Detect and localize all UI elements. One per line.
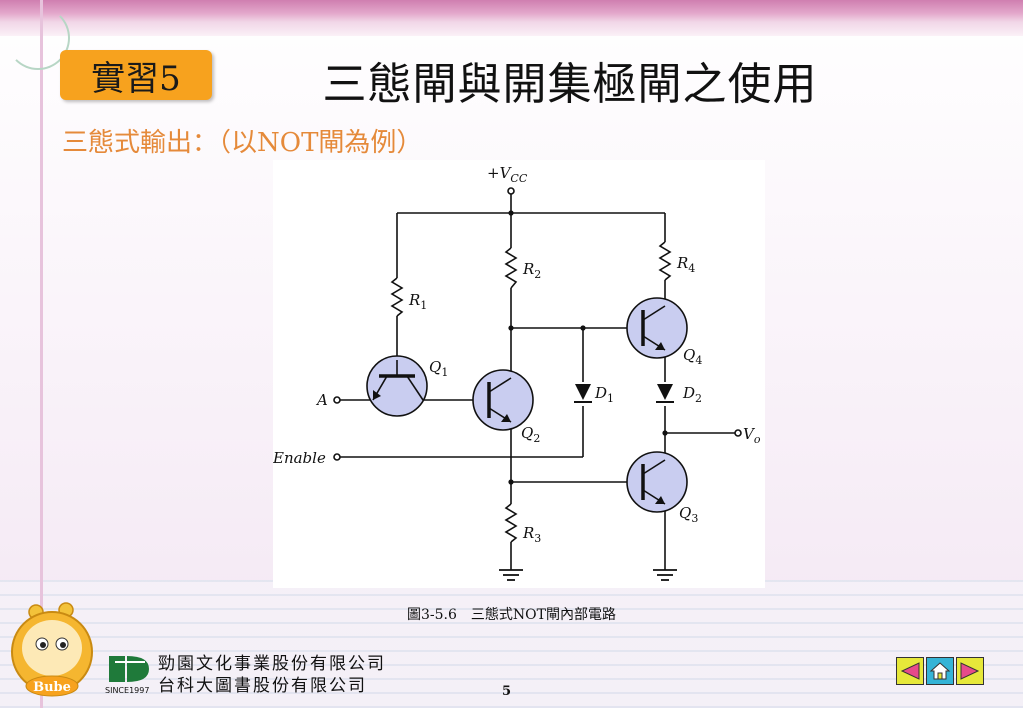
- label-r3: R3: [522, 524, 541, 545]
- top-band-fade: [0, 22, 1023, 36]
- company-names: 勁園文化事業股份有限公司 台科大圖書股份有限公司: [158, 653, 386, 697]
- transistor-q4: [626, 297, 688, 359]
- home-icon: [929, 662, 951, 680]
- transistor-q3: [626, 451, 688, 513]
- mascot-text: Bube: [33, 680, 71, 695]
- label-r2: R2: [522, 260, 541, 281]
- triangle-right-icon: [960, 662, 980, 680]
- label-d2: D2: [682, 384, 702, 405]
- circuit-figure: +VCC R1 R2 R3 R4 Q1 Q2 Q3 Q4 D1 D2 A Ena…: [272, 160, 765, 588]
- label-r4: R4: [676, 254, 695, 275]
- diode-d2: [656, 384, 674, 403]
- slide-subtitle: 三態式輸出：（以NOT閘為例）: [62, 128, 423, 158]
- company-line-1: 勁園文化事業股份有限公司: [158, 654, 386, 674]
- label-q2: Q2: [521, 424, 540, 445]
- transistor-q1: [366, 355, 428, 417]
- triangle-left-icon: [900, 662, 920, 680]
- company-line-2: 台科大圖書股份有限公司: [158, 676, 367, 696]
- lesson-badge: 實習5: [60, 50, 212, 100]
- label-q4: Q4: [683, 346, 702, 367]
- slide-title: 三態閘與開集極閘之使用: [322, 59, 818, 110]
- label-vo: Vo: [743, 425, 761, 446]
- slide-navigation: [896, 657, 984, 685]
- label-input-a: A: [315, 391, 328, 409]
- next-slide-button[interactable]: [956, 657, 984, 685]
- circuit-diagram: +VCC R1 R2 R3 R4 Q1 Q2 Q3 Q4 D1 D2 A Ena…: [272, 164, 761, 581]
- since-label: SINCE1997: [105, 686, 150, 695]
- left-decor-line: [40, 0, 43, 708]
- figure-caption: 圖3-5.6 三態式NOT閘內部電路: [407, 607, 616, 623]
- bottom-stripes: [0, 580, 1023, 708]
- label-d1: D1: [594, 384, 614, 405]
- label-vcc: +VCC: [487, 164, 528, 185]
- transistor-q2: [472, 369, 534, 431]
- ground-symbols: [499, 569, 677, 581]
- prev-slide-button[interactable]: [896, 657, 924, 685]
- label-r1: R1: [408, 291, 427, 312]
- label-q3: Q3: [679, 504, 698, 525]
- decor-circle: [6, 6, 70, 70]
- bube-mascot-logo: Bube: [6, 602, 102, 700]
- diode-d1: [574, 384, 592, 403]
- top-band: [0, 0, 1023, 22]
- label-enable: Enable: [273, 449, 326, 467]
- page-number: 5: [502, 684, 512, 699]
- home-button[interactable]: [926, 657, 954, 685]
- company-logo: [105, 652, 153, 696]
- label-q1: Q1: [429, 358, 448, 379]
